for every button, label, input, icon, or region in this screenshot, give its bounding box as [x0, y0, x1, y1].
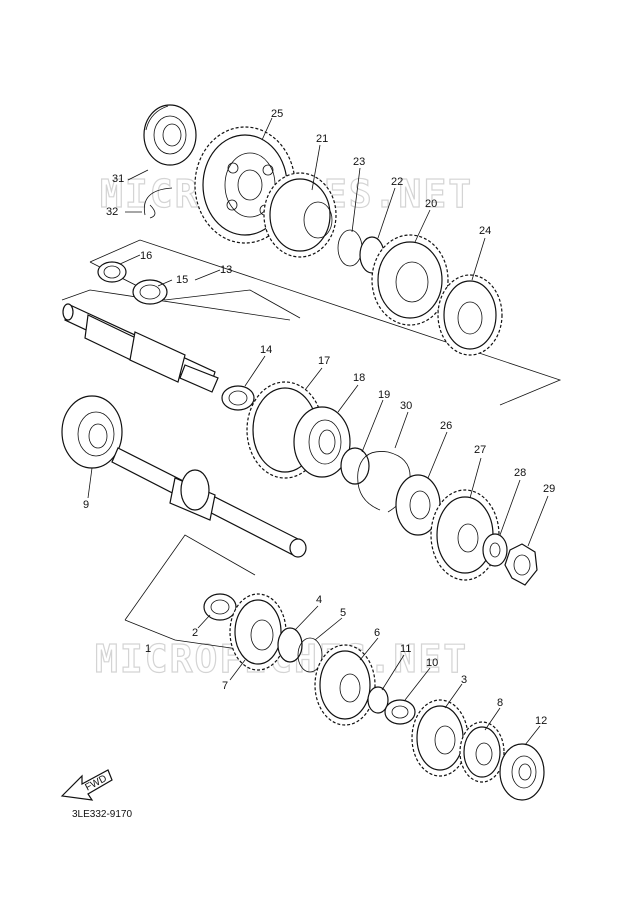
callout-12: 12 — [535, 715, 547, 727]
callout-30: 30 — [400, 400, 412, 412]
gear-8 — [459, 721, 505, 783]
callout-29: 29 — [543, 483, 555, 495]
circlip-5 — [297, 637, 323, 673]
lock-washer-28 — [482, 533, 508, 567]
callout-6: 6 — [374, 627, 380, 639]
leader-lines — [87, 117, 549, 746]
callout-21: 21 — [316, 133, 328, 145]
collar-19 — [340, 447, 370, 485]
callout-4: 4 — [316, 594, 322, 606]
diagram-code: 3LE332-9170 — [72, 809, 132, 820]
fwd-arrow-icon: FWD — [60, 769, 113, 801]
callout-19: 19 — [378, 389, 390, 401]
svg-text:FWD: FWD — [83, 773, 108, 793]
bearing-12 — [499, 743, 545, 801]
washer-11 — [367, 686, 389, 714]
callout-9: 9 — [83, 499, 89, 511]
gear-7 — [229, 593, 287, 671]
bushing-10 — [384, 699, 416, 725]
callout-15: 15 — [176, 274, 188, 286]
callout-5: 5 — [340, 607, 346, 619]
callout-31: 31 — [112, 173, 124, 185]
gear-21 — [263, 172, 337, 258]
main-axle-13 — [62, 303, 219, 393]
bushing-15 — [132, 279, 168, 305]
callout-13: 13 — [220, 264, 232, 276]
callout-14: 14 — [260, 344, 272, 356]
callout-3: 3 — [461, 674, 467, 686]
circlip-23 — [337, 229, 363, 267]
callout-27: 27 — [474, 444, 486, 456]
bushing-14 — [221, 385, 255, 411]
callout-24: 24 — [479, 225, 491, 237]
washer-4 — [277, 627, 303, 663]
callout-10: 10 — [426, 657, 438, 669]
callout-7: 7 — [222, 680, 228, 692]
bearing-18 — [293, 406, 351, 478]
callout-22: 22 — [391, 176, 403, 188]
callout-32: 32 — [106, 206, 118, 218]
callout-18: 18 — [353, 372, 365, 384]
callout-26: 26 — [440, 420, 452, 432]
callout-28: 28 — [514, 467, 526, 479]
bushing-2 — [203, 593, 237, 621]
callout-2: 2 — [192, 627, 198, 639]
callout-23: 23 — [353, 156, 365, 168]
gear-6 — [314, 644, 376, 726]
group-line-upper-2 — [89, 261, 301, 319]
sprocket-27 — [430, 489, 500, 581]
group-line-lower-2 — [124, 619, 246, 651]
callout-16: 16 — [140, 250, 152, 262]
bearing-9 — [61, 395, 123, 469]
gear-3 — [411, 699, 469, 777]
gear-20 — [371, 234, 449, 326]
callout-17: 17 — [318, 355, 330, 367]
drive-axle-1 — [111, 447, 307, 558]
group-line-lower — [124, 534, 256, 621]
callout-20: 20 — [425, 198, 437, 210]
gear-24 — [437, 274, 503, 356]
callout-8: 8 — [497, 697, 503, 709]
callout-11: 11 — [400, 643, 411, 655]
group-line-shaft — [61, 289, 291, 321]
nut-29 — [504, 543, 538, 586]
washer-26 — [395, 474, 441, 536]
bearing-31 — [143, 104, 197, 166]
callout-25: 25 — [271, 108, 283, 120]
group-line-upper — [89, 239, 562, 406]
circlip-32 — [143, 187, 173, 219]
callout-1: 1 — [145, 643, 151, 655]
bushing-16 — [97, 261, 127, 283]
